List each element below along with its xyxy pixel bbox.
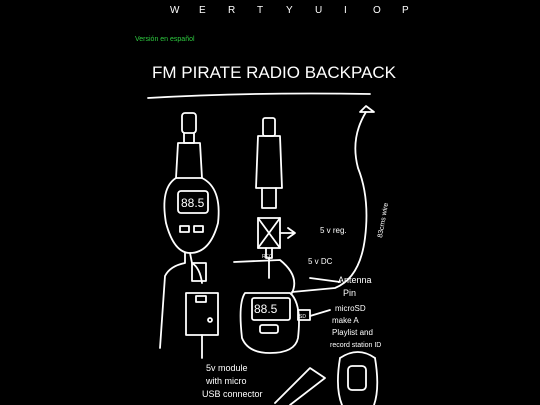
sd-slot-label: SD [299,314,306,320]
title-underline [147,92,371,99]
module-label-line3: USB connector [202,389,263,399]
nav-letter-u[interactable]: U [315,5,324,16]
spanish-version-link[interactable]: Versión en español [135,36,195,43]
nav-letter-y[interactable]: Y [286,5,294,16]
nav-letter-i[interactable]: I [344,5,348,16]
backpack-drawing [337,351,379,405]
reg-chip-label: REG [262,254,273,260]
nav-letter-o[interactable]: O [373,5,382,16]
pirate-radio-sketch: FM PIRATE RADIO BACKPACK 88.5 88.5 REG S… [147,63,397,405]
nav-letter-p[interactable]: P [402,5,410,16]
5v-reg-label: 5 v reg. [320,226,347,235]
pin-label: Pin [343,288,356,298]
wire-length-label: 83cms wire [377,202,390,238]
5v-module-drawing [185,262,219,359]
nav-letter-t[interactable]: T [257,5,265,16]
microsd-label-line3: Playlist and [332,328,373,337]
5v-dc-label: 5 v DC [308,257,333,266]
microsd-label-line2: make A [332,316,359,325]
center-display-readout: 88.5 [254,302,278,316]
module-label-line2: with micro [205,376,247,386]
usb-battery-drawing [274,367,326,405]
sketch-title: FM PIRATE RADIO BACKPACK [152,63,397,82]
microsd-label-line1: microSD [335,304,366,313]
center-adapter-drawing [255,117,296,279]
microsd-label-line4: record station ID [330,342,381,349]
left-fm-transmitter-drawing [159,112,220,349]
top-navigation: W E R T Y U I O P [170,5,431,16]
nav-letter-w[interactable]: W [170,5,181,16]
left-display-readout: 88.5 [181,196,205,210]
nav-letter-e[interactable]: E [199,5,207,16]
center-fm-transmitter-drawing [233,259,341,354]
module-label-line1: 5v module [206,363,248,373]
antenna-wire-drawing [291,105,375,293]
nav-letter-r[interactable]: R [228,5,237,16]
antenna-label: Antenna [338,275,372,285]
